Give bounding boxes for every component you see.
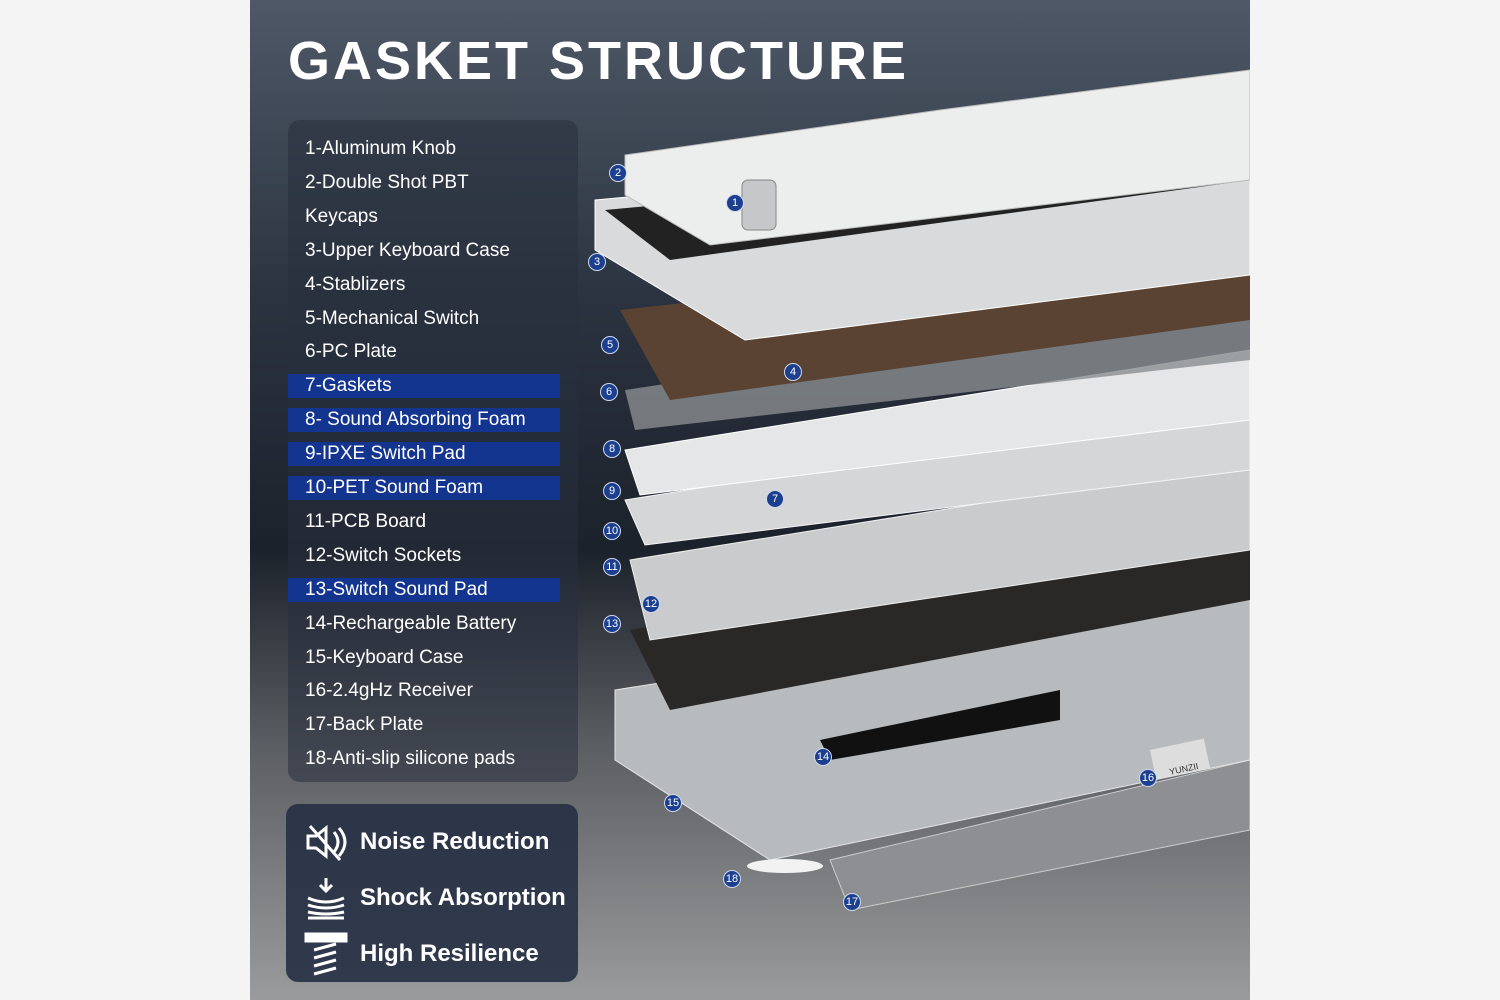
part-marker: 5 [601,336,619,354]
shock-absorb-icon [307,878,345,920]
silicone-pad [747,859,823,873]
part-list-item: 2-Double Shot PBT [305,171,469,193]
part-marker: 12 [642,595,660,613]
part-list-item: 10-PET Sound Foam [288,476,560,500]
part-marker: 11 [603,558,621,576]
part-marker: 6 [600,383,618,401]
feature-label: Shock Absorption [360,884,566,911]
part-list-item: 15-Keyboard Case [305,646,464,668]
part-list-item: 8- Sound Absorbing Foam [288,408,560,433]
back-plate [829,759,1250,911]
part-list-item: 16-2.4gHz Receiver [305,680,473,702]
parts-list: 1-Aluminum Knob 2-Double Shot PBT Keycaps 3… [288,120,578,782]
part-marker: 1 [726,194,744,212]
part-list-item: 18-Anti-slip silicone pads [305,748,516,770]
battery [820,690,1060,760]
mute-speaker-icon [306,824,347,861]
exploded-keyboard-illustration: YUNZII [594,69,1250,911]
spring-icon [304,932,348,976]
receiver [1150,738,1211,780]
feature-high-resilience: High Resilience [304,932,539,976]
part-marker: 3 [588,253,606,271]
part-marker: 10 [603,522,621,540]
part-marker: 7 [766,490,784,508]
part-list-item: 7-Gaskets [288,374,560,399]
part-list-item: 5-Mechanical Switch [305,307,480,329]
part-list-item: 11-PCB Board [305,510,427,532]
part-marker: 8 [603,440,621,458]
part-marker: 2 [609,164,627,182]
aluminum-knob [741,179,777,231]
part-marker: 17 [843,893,861,911]
part-list-item: 4-Stablizers [305,273,406,295]
part-list-item: 14-Rechargeable Battery [305,612,517,634]
page-title: GASKET STRUCTURE [288,31,910,91]
keycaps [624,69,1250,246]
part-list-item: 13-Switch Sound Pad [288,577,560,602]
part-list-item: 17-Back Plate [305,714,424,736]
part-list-item: 1-Aluminum Knob [305,138,457,159]
product-image: YUNZII GASKET STRUCTURE 1-Aluminum Knob 2… [250,0,1250,1000]
part-marker: 15 [664,794,682,812]
part-list-item: 9-IPXE Switch Pad [288,442,560,467]
part-marker: 4 [784,363,802,381]
part-list-item: 3-Upper Keyboard Case [305,239,510,261]
feature-noise-reduction: Noise Reduction [304,820,549,864]
part-marker: 14 [814,748,832,766]
feature-label: Noise Reduction [360,828,550,855]
features-panel: Noise Reduction Shock Absorption High Re… [286,804,578,982]
feature-shock-absorption: Shock Absorption [304,876,566,920]
feature-label: High Resilience [360,940,539,967]
part-marker: 16 [1139,769,1157,787]
part-list-item: Keycaps [305,205,378,227]
part-list-item: 6-PC Plate [305,341,397,363]
part-marker: 18 [723,870,741,888]
part-list-item: 12-Switch Sockets [305,544,462,566]
part-marker: 9 [603,482,621,500]
part-marker: 13 [603,615,621,633]
